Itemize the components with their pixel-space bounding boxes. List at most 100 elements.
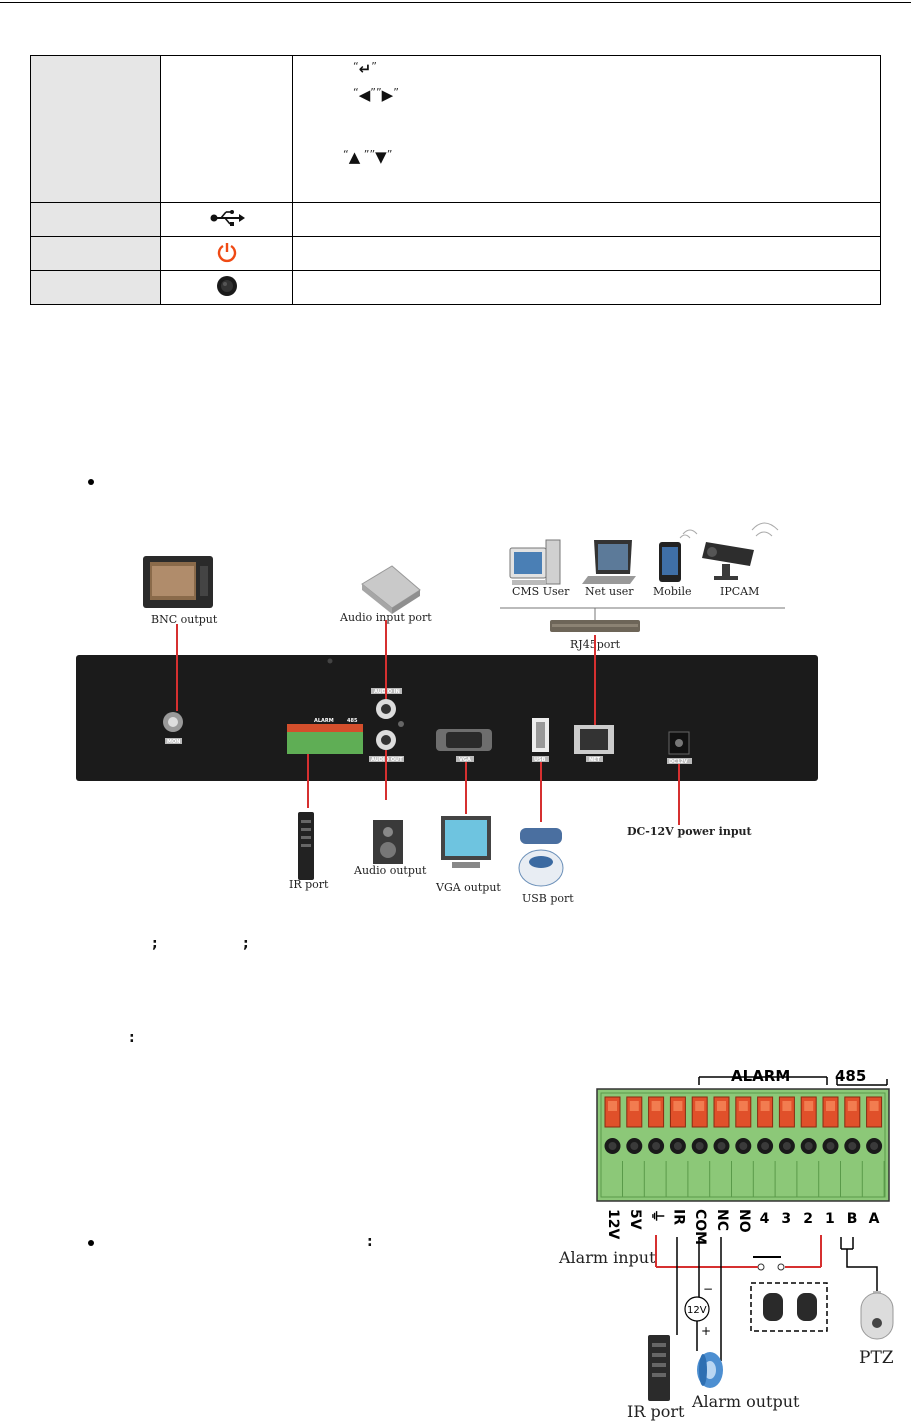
terminal-pin-label: NO [736,1209,752,1233]
mobile-phone-icon [659,529,698,582]
ir-remote-icon [648,1335,670,1401]
dvr-rear-panel [76,655,818,781]
audio-input-device-icon [361,565,421,614]
punctuation-mark: ; [243,936,249,952]
mon-port-label: MON [167,739,180,745]
table-row [30,202,881,237]
bullet [88,1240,94,1246]
minus-sign: − [703,1282,713,1296]
12v-supply-icon: 12V [684,1296,710,1322]
key-symbol-cell [160,236,293,271]
key-description-cell [292,270,881,305]
terminal-cell [669,1096,689,1197]
alarm-header-label: ALARM [731,1067,790,1085]
power-icon [217,242,236,262]
audio-input-port-label: Audio input port [339,611,432,624]
terminal-cell [691,1096,711,1197]
key-description-cell [292,202,881,237]
ipcam-icon [702,522,779,580]
vga-port-label: VGA [459,757,471,763]
rs485-bracket: 485 [835,1067,888,1086]
ground-screw-icon [398,721,404,727]
key-name-cell [30,270,161,305]
punctuation-mark: : [129,1030,135,1046]
bnc-monitor-icon [143,556,213,608]
ir-port-label: IR port [627,1402,685,1421]
table-row: “↵” “◀””▶” “▲ ””▼” [30,55,881,203]
table-row [30,270,881,305]
ptz-label: PTZ [859,1348,894,1368]
enter-icon: “↵” [353,60,377,78]
speaker-icon [373,820,403,864]
terminal-cell [866,1096,885,1197]
front-panel-key-table: “↵” “◀””▶” “▲ ””▼” [30,55,881,305]
terminal-pin-label: 12V [605,1209,621,1239]
ptz-camera-icon [860,1291,894,1340]
alarm-terminal-block: ALARM 485 [287,718,363,754]
connection-lines [176,620,680,825]
terminal-cells [604,1096,885,1197]
alarm-input-label: Alarm input [558,1248,656,1267]
rear-panel-diagram: BNC output Audio input port CMS User Net… [76,522,818,905]
rj45-connector: NET [574,725,614,763]
audio-out-port-label: AUDIO OUT [371,757,403,763]
usb-connector: USB [532,718,549,763]
terminal-pin-label: 1 [825,1211,835,1227]
terminal-pin-label: 4 [760,1211,770,1227]
enter-key-line: “↵” [293,60,880,88]
punctuation-mark: : [367,1234,373,1250]
mobile-label: Mobile [653,585,691,598]
ir-port-label: IR port [289,878,329,891]
key-name-cell [30,236,161,271]
key-name-cell [30,202,161,237]
dc-power-jack: DC12V [667,731,692,765]
key-symbol-cell [160,55,293,203]
terminal-pin-label: 5V [627,1209,643,1230]
terminal-cell [822,1096,841,1197]
usb-port-device-label: USB port [522,892,574,905]
supply-voltage-label: 12V [687,1305,707,1316]
bullet [88,479,94,485]
panel-485-label: 485 [347,718,358,724]
left-right-key-line: “◀””▶” [293,86,880,114]
key-description-cell: “↵” “◀””▶” “▲ ””▼” [292,55,881,203]
terminal-pin-label: A [869,1211,880,1227]
terminal-pin-label: COM [692,1209,708,1245]
vga-connector: VGA [436,729,492,763]
terminal-cell [713,1096,732,1197]
terminal-cell [735,1096,754,1197]
usb-devices-icon [518,828,564,887]
net-user-laptop-icon [582,540,636,584]
bnc-connector: MON [163,712,183,745]
alarm-input-wiring [655,1235,822,1271]
alarm-bracket: ALARM [698,1067,828,1085]
terminal-pin-label: IR [670,1209,686,1225]
terminal-pin-label: ⏚ [649,1209,665,1223]
terminal-cell [604,1096,623,1197]
table-row [30,236,881,271]
terminal-cell [626,1096,645,1197]
key-symbol-cell [160,202,293,237]
rs485-header-label: 485 [835,1067,866,1085]
punctuation-mark: ; [152,936,158,952]
terminal-pin-label: B [847,1211,858,1227]
alarm-output-label: Alarm output [691,1392,800,1411]
vga-monitor-icon [441,816,491,868]
left-right-arrow-icon: “◀””▶” [353,86,399,104]
ptz-wire [846,1249,878,1297]
net-port-label: NET [589,757,601,763]
alarm-speaker-icon [697,1352,723,1388]
terminal-pin-label: NC [714,1209,730,1231]
terminal-cell [757,1096,776,1197]
page-top-rule [0,2,911,3]
net-user-label: Net user [585,585,634,598]
ipcam-label: IPCAM [720,585,759,598]
usb-icon [210,209,245,226]
terminal-cell [648,1096,667,1197]
panel-alarm-label: ALARM [314,718,334,724]
audio-output-label: Audio output [353,864,427,877]
ir-remote-icon [298,812,314,880]
dc-port-label: DC12V [669,759,688,765]
key-symbol-cell [160,270,293,305]
